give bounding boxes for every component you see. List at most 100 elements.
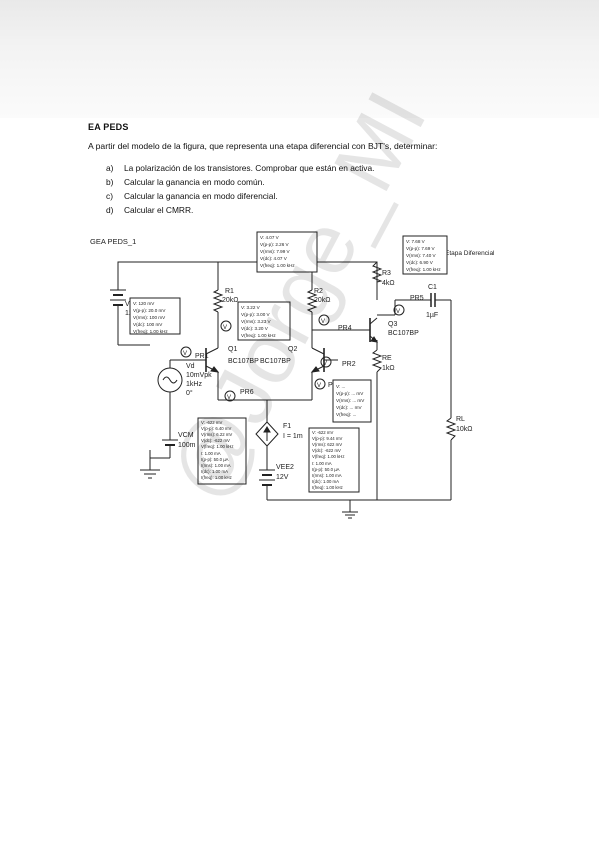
vee-value: 12V <box>276 474 289 481</box>
task-letter: d) <box>106 205 114 215</box>
meter-line: I(p-p): 50.0 µA <box>201 457 229 462</box>
vd-name: Vd <box>186 363 195 370</box>
re-value: 1kΩ <box>382 365 395 372</box>
meter-line: I(p-p): 50.0 µA <box>312 467 340 472</box>
rl-name: RL <box>456 416 465 423</box>
voltmeter-probe-icon: V <box>318 314 330 326</box>
meter-box-q1: V: 3.22 V V(p-p): 3.00 V V(rms): 3.23 V … <box>237 301 291 341</box>
meter-line: V: -622 mV <box>312 430 333 435</box>
meter-line: V(p-p): 9.44 mV <box>312 436 342 441</box>
q3-transistor <box>369 317 378 343</box>
meter-box-input: V: 120 mV V(p-p): 20.0 mV V(rms): 100 mV… <box>129 297 181 335</box>
meter-box-top: V: 4.07 V V(p-p): 2.26 V V(rms): 7.99 V … <box>256 231 318 273</box>
meter-line: V(dc): 6.90 V <box>406 260 434 265</box>
r1-resistor <box>212 289 224 313</box>
task-list: a)La polarización de los transistores. C… <box>106 163 374 219</box>
meter-line: V(p-p): 20.0 mV <box>133 308 166 313</box>
vcc-source <box>110 289 126 326</box>
meter-line: V(rms): 6.22 mV <box>201 432 232 437</box>
q2-model: BC107BP <box>260 358 291 365</box>
voltmeter-probe-icon: V <box>314 378 326 390</box>
meter-box-r3: V: 7.68 V V(p-p): 7.69 V V(rms): 7.40 V … <box>402 235 448 275</box>
meter-line: V(freq): 1.00 kHz <box>133 329 168 334</box>
meter-line: V(p-p): 6.40 mV <box>201 426 231 431</box>
meter-line: V: 120 mV <box>133 301 155 306</box>
voltmeter-probe-icon: V <box>320 356 332 368</box>
r2-name: R2 <box>314 288 323 295</box>
r1-name: R1 <box>225 288 234 295</box>
meter-line: V: -622 mV <box>201 420 222 425</box>
meter-line: V(freq): 1.00 kHz <box>312 454 344 459</box>
meter-line: I(freq): 1.00 kHz <box>312 485 343 490</box>
meter-line: I(rms): 1.00 mA <box>312 473 342 478</box>
task-item: a)La polarización de los transistores. C… <box>106 163 374 177</box>
svg-text:V: V <box>227 395 231 401</box>
meter-line: V(p-p): ... mV <box>336 391 364 396</box>
ground-icon <box>342 511 358 519</box>
pr6-label: PR6 <box>240 389 254 396</box>
exercise-intro: A partir del modelo de la figura, que re… <box>88 141 438 151</box>
task-letter: a) <box>106 163 114 173</box>
vee-name: VEE2 <box>276 464 294 471</box>
f1-current-source <box>255 421 279 447</box>
meter-line: V(dc): ... mV <box>336 405 362 410</box>
r3-value: 4kΩ <box>382 280 395 287</box>
q1-model: BC107BP <box>228 358 259 365</box>
vd-ac-source <box>157 367 183 393</box>
meter-line: I(dc): 1.00 mA <box>312 479 339 484</box>
r3-name: R3 <box>382 270 391 277</box>
q1-name: Q1 <box>228 346 237 353</box>
task-text: Calcular el CMRR. <box>124 205 194 215</box>
task-item: c)Calcular la ganancia en modo diferenci… <box>106 191 374 205</box>
vee-source <box>259 469 275 501</box>
pr2-label: PR2 <box>342 361 356 368</box>
voltmeter-probe-icon: V <box>220 320 232 332</box>
meter-line: I: 1.00 mA <box>312 461 332 466</box>
meter-line: V(dc): 4.07 V <box>260 256 288 261</box>
r1-value: 20kΩ <box>222 297 239 304</box>
q2-name: Q2 <box>288 346 297 353</box>
svg-text:V: V <box>321 319 325 325</box>
ground-icon <box>140 469 160 479</box>
re-name: RE <box>382 355 392 362</box>
svg-text:V: V <box>323 361 327 367</box>
meter-line: V: 3.22 V <box>241 305 261 310</box>
meter-line: V(freq): 1.00 kHz <box>241 333 276 338</box>
meter-line: V(dc): 3.20 V <box>241 326 269 331</box>
meter-line: V: ... <box>336 384 345 389</box>
r3-resistor <box>371 261 383 283</box>
q3-name: Q3 <box>388 321 397 328</box>
pr4-label: PR4 <box>338 325 352 332</box>
vd-line: 0° <box>186 389 193 397</box>
meter-line: V(rms): 622 mV <box>312 442 342 447</box>
wires <box>117 261 452 512</box>
vcm-value: 100m <box>178 442 196 449</box>
svg-text:V: V <box>396 309 400 315</box>
task-item: b) Calcular la ganancia en modo común. <box>106 177 374 191</box>
meter-line: V: 4.07 V <box>260 235 280 240</box>
meter-line: V(p-p): 2.26 V <box>260 242 290 247</box>
voltmeter-probe-icon: V <box>224 390 236 402</box>
rl-resistor <box>445 417 457 441</box>
meter-line: V: 7.68 V <box>406 239 426 244</box>
r2-resistor <box>306 289 318 313</box>
q1-transistor <box>195 347 220 373</box>
exercise-heading: EA PEDS <box>88 122 129 132</box>
rl-value: 10kΩ <box>456 426 473 433</box>
meter-line: V(dc): 100 mV <box>133 322 163 327</box>
meter-line: V(dc): -622 mV <box>312 448 341 453</box>
vd-line: 1kHz <box>186 381 202 388</box>
f1-value: I = 1m <box>283 433 303 440</box>
meter-box-f1: V: -622 mV V(p-p): 9.44 mV V(rms): 622 m… <box>308 427 360 493</box>
svg-text:V: V <box>317 383 321 389</box>
task-text: Calcular la ganancia en modo común. <box>124 177 265 187</box>
vd-line: 10mVpk <box>186 372 212 379</box>
meter-line: V(rms): 7.40 V <box>406 253 437 258</box>
circuit-title: GEA PEDS_1 <box>90 237 136 246</box>
meter-line: V(p-p): 3.00 V <box>241 312 271 317</box>
meter-box-pr2: V: ... V(p-p): ... mV V(rms): ... mV V(d… <box>332 379 372 423</box>
meter-line: V(rms): 100 mV <box>133 315 166 320</box>
meter-line: V(dc): -622 mV <box>201 438 230 443</box>
meter-line: V(freq): 1.00 kHz <box>260 263 295 268</box>
task-letter: b) <box>106 177 114 187</box>
